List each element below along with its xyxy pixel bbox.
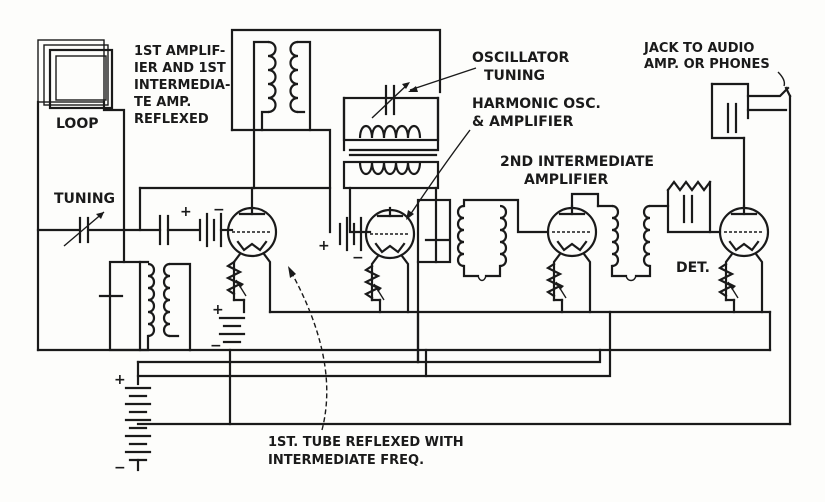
reflex-label-1: 1ST. TUBE REFLEXED WITH xyxy=(268,435,464,450)
loop-antenna xyxy=(37,39,114,110)
harm-label-1: HARMONIC OSC. xyxy=(472,96,601,112)
c-battery-1 xyxy=(198,212,223,248)
b-battery xyxy=(124,360,152,472)
tube1-fil-left xyxy=(232,252,242,302)
det-label: DET. xyxy=(676,260,710,276)
amp1-label-3: INTERMEDIA- xyxy=(134,78,230,93)
transformer-inter-1 xyxy=(416,198,550,282)
rheostat-4 xyxy=(717,262,739,299)
loop-lead-right xyxy=(102,100,126,232)
grid-condenser xyxy=(682,194,694,224)
tube1-fil-right xyxy=(262,252,272,314)
transformer-inter-2 xyxy=(596,204,722,282)
amp1-label-2: IER AND 1ST xyxy=(134,61,226,76)
wire-top-loop xyxy=(230,28,442,132)
bus-376 xyxy=(136,310,612,378)
jack-label-2: AMP. OR PHONES xyxy=(644,57,770,72)
loop-label: LOOP xyxy=(56,116,99,132)
jack-label-1: JACK TO AUDIO xyxy=(643,41,754,56)
osc-side-leads xyxy=(342,96,440,152)
reflex-label-2: INTERMEDIATE FREQ. xyxy=(268,453,424,468)
inter2-label-2: AMPLIFIER xyxy=(524,172,608,188)
bus-362 xyxy=(136,348,602,364)
tube-2-oscillator xyxy=(364,206,416,260)
tube-4-detector xyxy=(718,204,770,258)
harm-pointer xyxy=(406,129,471,220)
c-battery-2 xyxy=(338,216,363,252)
tuning-label: TUNING xyxy=(54,191,115,207)
minus-sign-4: − xyxy=(114,460,126,476)
tube3-plate-wire xyxy=(570,192,600,208)
minus-sign-3: − xyxy=(352,250,364,266)
oscillator-coil xyxy=(342,96,440,190)
rheostat-2 xyxy=(363,264,385,301)
oscillator-tuning-capacitor xyxy=(371,82,410,119)
plus-sign-1: + xyxy=(180,204,192,220)
tube2-fil xyxy=(370,254,410,314)
bypass-condenser-jack xyxy=(710,82,792,140)
osc-label-1: OSCILLATOR xyxy=(472,50,570,66)
tuning-capacitor xyxy=(36,211,126,247)
amp1-label-4: TE AMP. xyxy=(134,95,191,110)
inter2-label-1: 2ND INTERMEDIATE xyxy=(500,154,654,170)
tube-1 xyxy=(226,206,278,258)
jack-pointer xyxy=(777,71,786,87)
tube4-fil xyxy=(724,252,764,314)
amp1-label-1: 1ST AMPLIF- xyxy=(134,44,225,59)
minus-sign-2: − xyxy=(210,338,222,354)
rheostat-drops xyxy=(242,298,736,314)
osc-grid-lead xyxy=(348,186,372,234)
a-battery-1 xyxy=(218,316,246,344)
osc-pointer xyxy=(408,67,477,92)
rheostat-1 xyxy=(225,260,247,297)
minus-sign-1: − xyxy=(213,202,225,218)
grid-leak xyxy=(666,180,712,234)
tube3-fil xyxy=(552,252,592,314)
osc-label-2: TUNING xyxy=(484,68,545,84)
plus-sign-4: + xyxy=(114,372,126,388)
plus-sign-3: + xyxy=(318,238,330,254)
rheostat-3 xyxy=(545,262,567,299)
transformer-top-1 xyxy=(252,40,312,190)
transformer-reflex xyxy=(98,260,192,352)
grid-capacitor-1 xyxy=(158,214,170,246)
plus-sign-2: + xyxy=(212,302,224,318)
harm-label-2: & AMPLIFIER xyxy=(472,114,574,130)
reflex-pointer xyxy=(288,266,328,431)
amp1-label-5: REFLEXED xyxy=(134,112,209,127)
tube-3-intermediate xyxy=(546,204,598,258)
wire-top-bus xyxy=(230,128,332,234)
